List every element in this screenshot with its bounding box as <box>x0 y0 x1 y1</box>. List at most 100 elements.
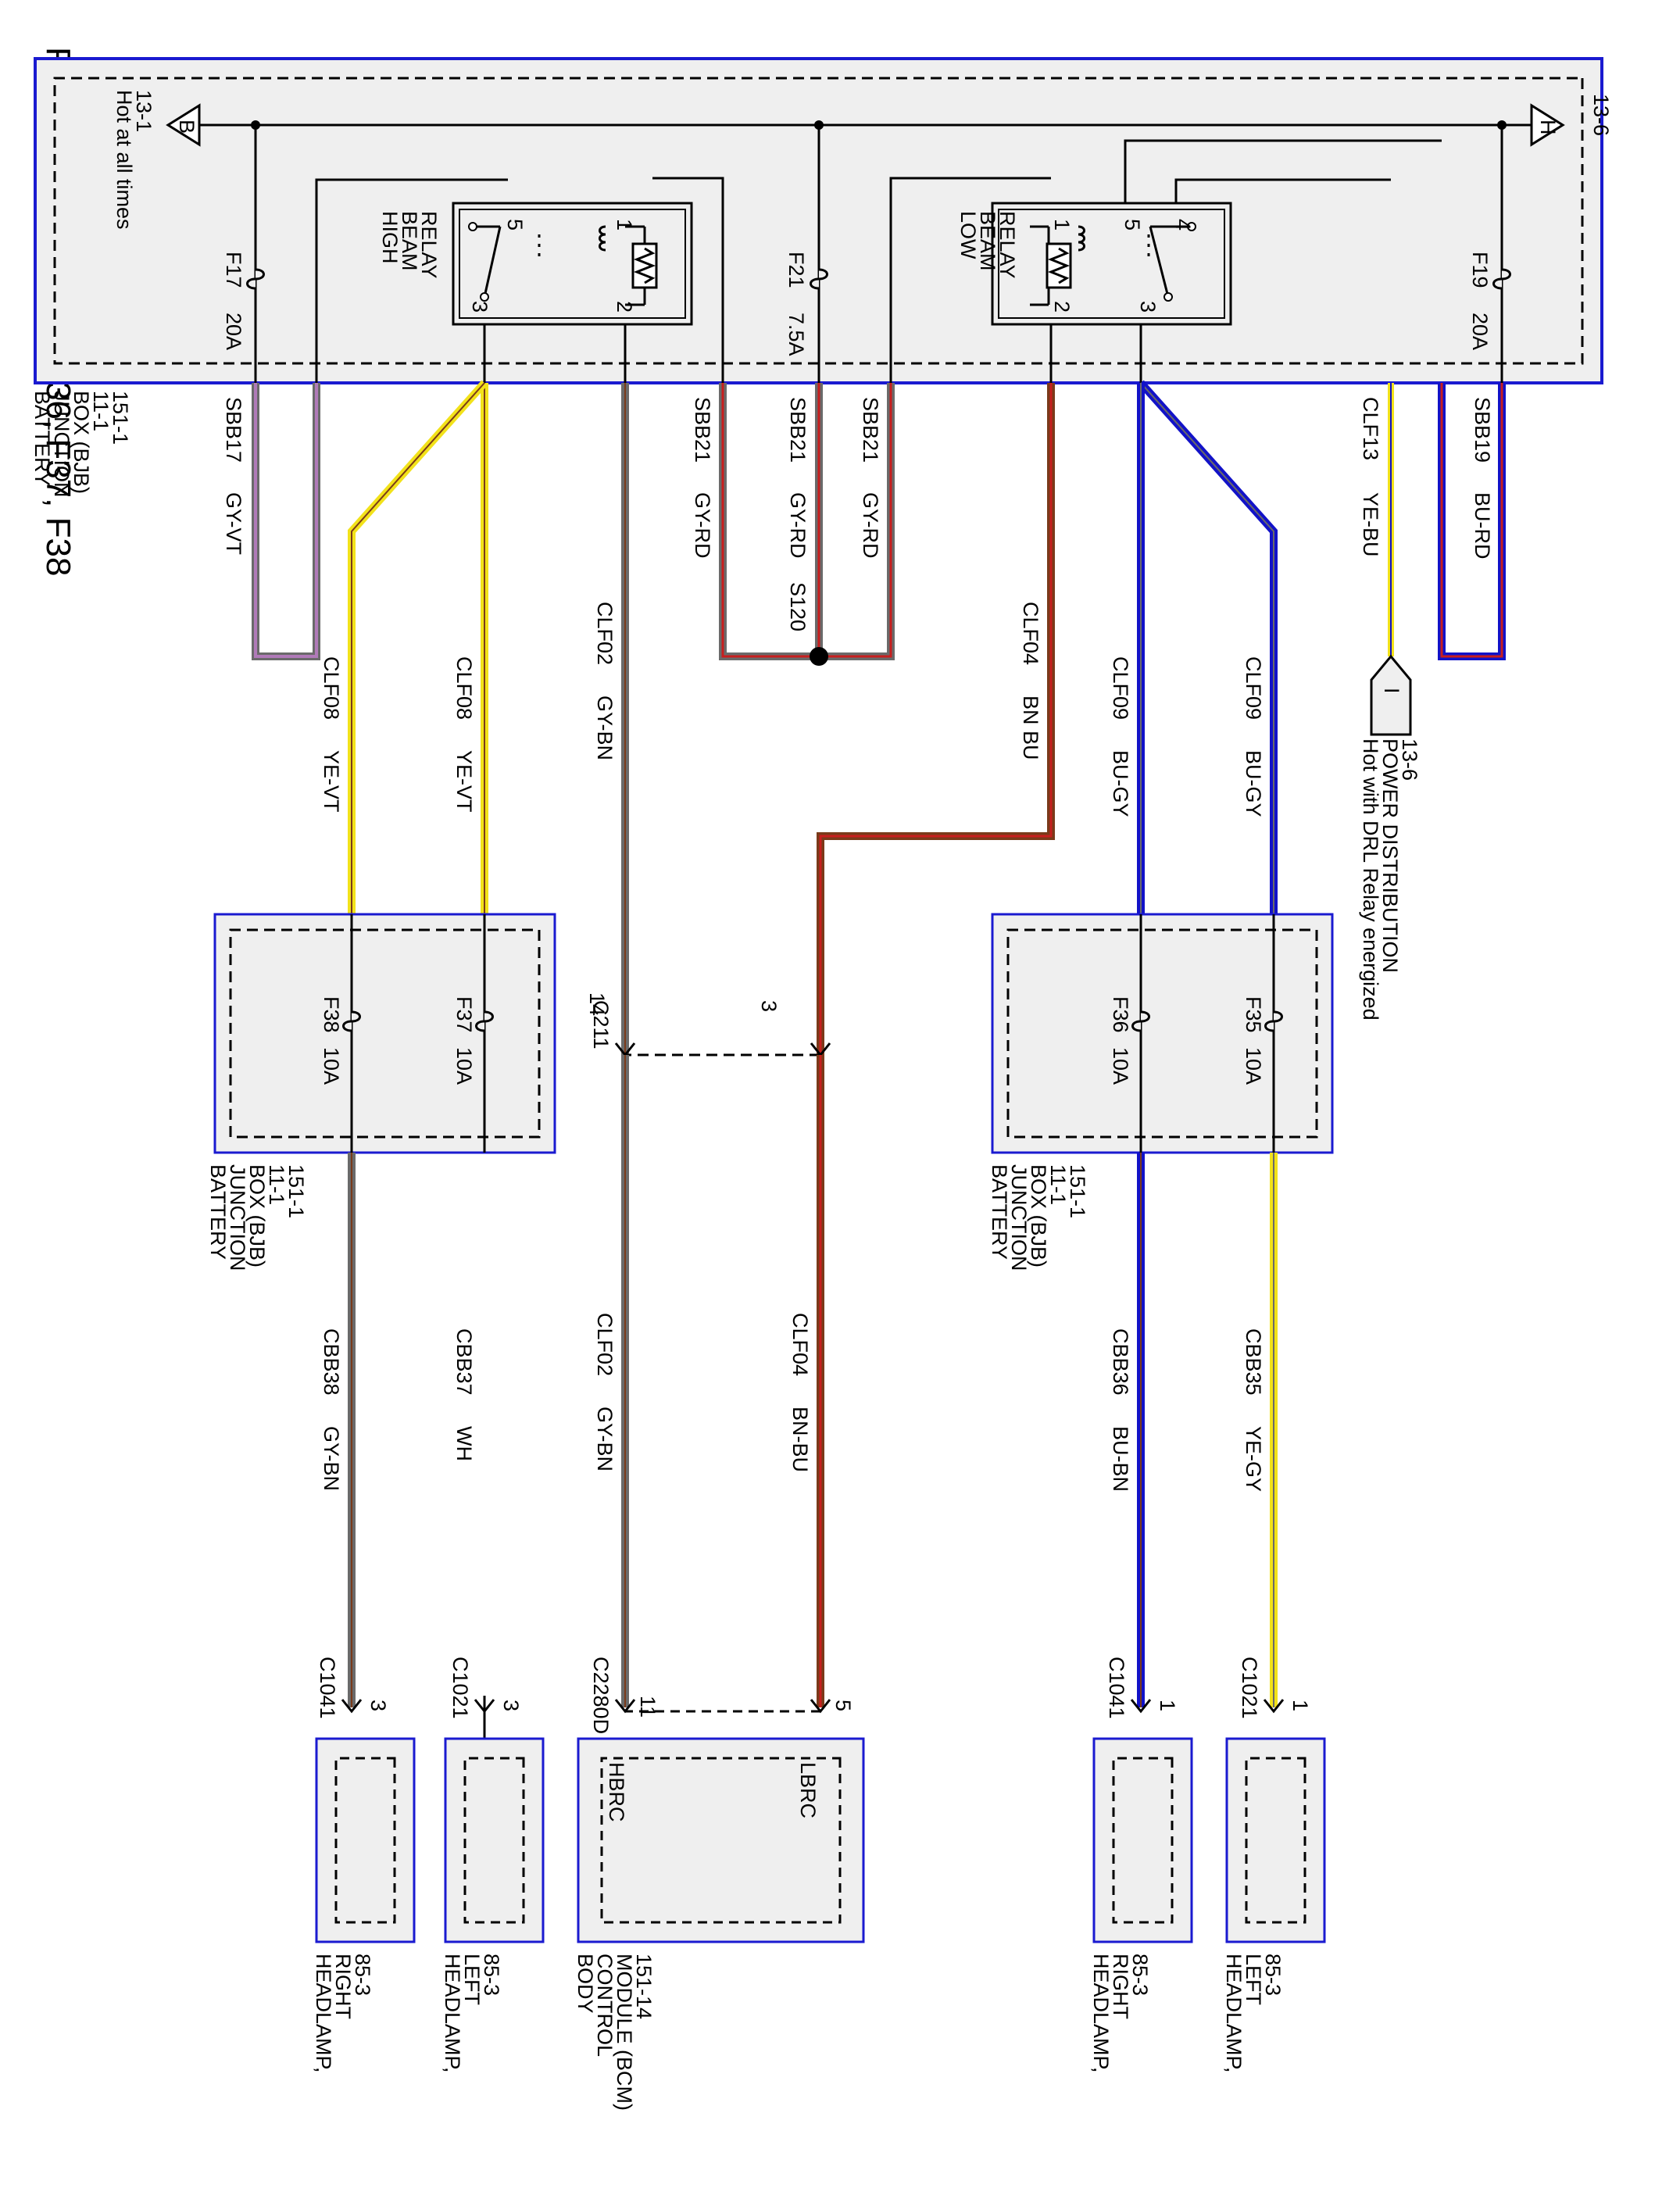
svg-text:2: 2 <box>1050 301 1074 313</box>
wire-cbb37: CBB37 <box>452 1328 476 1396</box>
headlamp-right-low: HEADLAMP, RIGHT 85-3 <box>1089 1737 1193 2079</box>
svg-text:20A: 20A <box>222 313 245 350</box>
fuse-f36-icon <box>1131 1010 1150 1032</box>
svg-text:BN-BU: BN-BU <box>788 1407 812 1472</box>
splice-s120 <box>810 647 828 666</box>
svg-text:5: 5 <box>831 1700 855 1711</box>
svg-text:3: 3 <box>757 1000 781 1012</box>
svg-text:BU-RD: BU-RD <box>1471 492 1494 560</box>
fuse-f38-icon <box>342 1010 361 1032</box>
svg-text:1: 1 <box>1050 219 1074 231</box>
wire-clf08-a: CLF08 <box>452 656 476 720</box>
wire-clf04: CLF04 <box>1019 602 1042 665</box>
svg-text:1: 1 <box>1156 1700 1179 1711</box>
svg-text:GY-VT: GY-VT <box>222 492 245 555</box>
wire-clf02: CLF02 <box>593 602 617 665</box>
svg-text:20A: 20A <box>1468 313 1492 350</box>
wire-sbb17: SBB17 <box>222 397 245 463</box>
wire-sbb21-c: SBB21 <box>691 397 714 463</box>
low-beam-relay: LOW BEAM RELAY 1 2 3 4 5 <box>956 202 1232 326</box>
svg-text:3: 3 <box>366 1700 390 1711</box>
drl-connector-icon <box>1370 654 1412 736</box>
fuse-f21-label: F21 <box>785 252 808 288</box>
svg-text:1: 1 <box>613 219 636 231</box>
c2280d: C2280D <box>589 1657 613 1734</box>
svg-text:10A: 10A <box>1109 1047 1132 1085</box>
bcm-pin-hbrc: HBRC <box>605 1762 628 1822</box>
hot-at-all-times: Hot at all times 13-1 <box>113 90 155 235</box>
wire-sbb19: SBB19 <box>1471 397 1494 463</box>
fuse-f19-label: F19 <box>1468 252 1492 288</box>
svg-text:2: 2 <box>613 301 636 313</box>
svg-text:YE-BU: YE-BU <box>1359 492 1382 557</box>
svg-text:HEADLAMP, RIGHT 85: HEADLAMP, RIGHT 85-3 <box>1089 1954 1152 2079</box>
bjb-mid-left: F35 10A F36 10A BATTERY JUNCTION BOX (BJ… <box>988 913 1334 1277</box>
wire-clf02-lower: CLF02 <box>593 1313 617 1376</box>
svg-text:3: 3 <box>468 301 491 313</box>
wire-clf04-lower: CLF04 <box>788 1313 812 1376</box>
svg-text:1: 1 <box>1289 1700 1312 1711</box>
fuse-f19-icon <box>1492 268 1511 290</box>
svg-text:14: 14 <box>585 992 609 1016</box>
svg-text:10A: 10A <box>1242 1047 1265 1085</box>
drl-label: Hot with DRL Relay energized POWER DISTR… <box>1359 738 1421 1026</box>
svg-text:GY-BN: GY-BN <box>593 1407 617 1471</box>
svg-text:10A: 10A <box>320 1047 343 1085</box>
flag-b-icon <box>166 103 201 147</box>
svg-text:BU-GY: BU-GY <box>1242 750 1265 817</box>
svg-text:BU-BN: BU-BN <box>1109 1426 1132 1492</box>
svg-text:GY-BN: GY-BN <box>320 1426 343 1491</box>
wire-clf13: CLF13 <box>1359 397 1382 460</box>
c1041-right: C1041 <box>1105 1657 1128 1719</box>
wire-clf08-b: CLF08 <box>320 656 343 720</box>
wire-cbb35: CBB35 <box>1242 1328 1265 1396</box>
fuse-f36-label: F36 <box>1109 996 1132 1033</box>
svg-text:HEADLAMP, RIGHT 85: HEADLAMP, RIGHT 85-3 <box>312 1954 374 2079</box>
svg-text:HEADLAMP, LEFT 85-: HEADLAMP, LEFT 85-3 <box>441 1954 503 2079</box>
high-beam-relay: HIGH BEAM RELAY 1 2 3 5 <box>378 202 693 326</box>
bjb-mid-left-label: BATTERY JUNCTION BOX (BJB) 11-1 151-1 <box>988 1164 1089 1277</box>
mid-wires: CLF09 BU-GY CLF09 BU-GY CLF04 BN BU CLF0… <box>320 380 1278 1055</box>
wire-clf09-a: CLF09 <box>1242 656 1265 720</box>
upper-wires: SBB19 BU-RD CLF13 YE-BU SBB21 GY-RD SBB2… <box>222 383 1506 1026</box>
svg-text:3: 3 <box>1136 301 1160 313</box>
fuse-f17-icon <box>246 268 265 290</box>
wire-sbb21-b: SBB21 <box>786 397 810 463</box>
body-control-module: LBRC HBRC BODY CONTROL MODULE (BCM) 151-… <box>574 1737 865 2117</box>
c1041-right-2: C1041 <box>316 1657 339 1719</box>
lower-wires: CBB35 YE-GY CBB36 BU-BN CLF04 BN-BU CLF0… <box>320 1055 1278 1750</box>
svg-text:WH: WH <box>452 1426 476 1461</box>
fuse-f17-label: F17 <box>222 252 245 288</box>
svg-text:B: B <box>175 120 198 134</box>
svg-text:3: 3 <box>499 1700 523 1711</box>
svg-text:GY-RD: GY-RD <box>859 492 882 559</box>
fuse-f38-label: F38 <box>320 996 343 1033</box>
svg-text:BU-GY: BU-GY <box>1109 750 1132 817</box>
svg-text:4: 4 <box>1171 219 1195 231</box>
wire-clf09-b: CLF09 <box>1109 656 1132 720</box>
c1021-left: C1021 <box>1238 1657 1261 1719</box>
svg-text:BODY CONTROL MODUL: BODY CONTROL MODULE (BCM) 151-14 <box>574 1954 656 2117</box>
wire-sbb21-a: SBB21 <box>859 397 882 463</box>
svg-text:H: H <box>1536 120 1560 135</box>
fuse-f21-icon <box>810 268 828 290</box>
svg-text:YE-GY: YE-GY <box>1242 1426 1265 1492</box>
fuse-f37-label: F37 <box>452 996 476 1033</box>
svg-text:5: 5 <box>503 219 527 231</box>
svg-text:11: 11 <box>636 1696 659 1718</box>
bcm-pin-lbrc: LBRC <box>796 1762 820 1818</box>
headlamp-left-low: HEADLAMP, LEFT 85-3 <box>1222 1737 1326 2073</box>
c211-label: C211 <box>589 1000 613 1049</box>
svg-text:10A: 10A <box>452 1047 476 1085</box>
headlamp-left-high: HEADLAMP, LEFT 85-3 <box>441 1737 545 2079</box>
flag-h-icon <box>1530 103 1565 147</box>
bottom-connectors: C1021 1 C1041 1 C2280D 5 11 C1021 3 C104… <box>316 1657 1312 1734</box>
svg-text:LOW BEAM RELAY: LOW BEAM RELAY <box>956 211 1019 279</box>
bjb-mid-right: F37 10A F38 10A BATTERY JUNCTION BOX (BJ… <box>206 913 556 1271</box>
fuse-f35-icon <box>1264 1010 1283 1032</box>
svg-text:YE-VT: YE-VT <box>320 750 343 813</box>
svg-text:GY-BN: GY-BN <box>593 695 617 760</box>
svg-text:YE-VT: YE-VT <box>452 750 476 813</box>
